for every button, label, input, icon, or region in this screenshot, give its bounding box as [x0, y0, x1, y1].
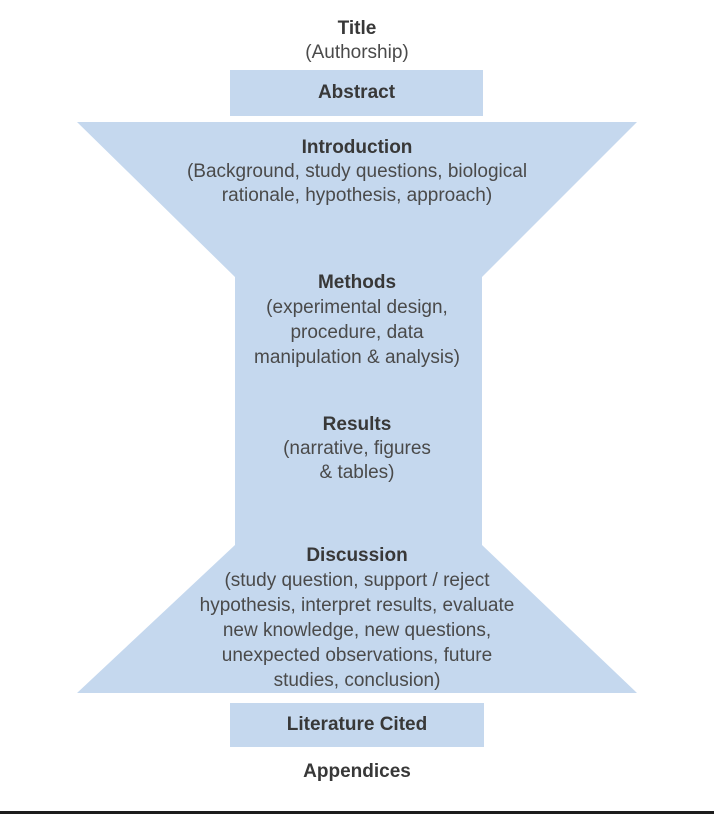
- appendices-label: Appendices: [303, 761, 411, 782]
- literature-cited-label: Literature Cited: [286, 714, 428, 735]
- results-line: & tables): [319, 462, 395, 483]
- discussion-line: hypothesis, interpret results, evaluate: [199, 595, 515, 616]
- literature-cited-box: [230, 703, 484, 747]
- hourglass-funnel-shape: [77, 122, 637, 693]
- introduction-line: rationale, hypothesis, approach): [221, 185, 493, 206]
- methods-line: (experimental design,: [266, 297, 448, 318]
- methods-line: procedure, data: [290, 322, 424, 343]
- abstract-label: Abstract: [317, 82, 396, 103]
- discussion-section: Discussion (study question, support / re…: [0, 543, 714, 693]
- results-line: (narrative, figures: [283, 438, 431, 459]
- discussion-heading: Discussion: [306, 545, 408, 566]
- results-heading: Results: [322, 414, 392, 435]
- introduction-section: Introduction (Background, study question…: [0, 136, 714, 208]
- discussion-line: unexpected observations, future: [221, 645, 493, 666]
- abstract-box: [230, 70, 483, 116]
- bottom-rule-divider: [0, 811, 714, 814]
- introduction-heading: Introduction: [301, 137, 413, 158]
- title-section: Title (Authorship): [0, 17, 714, 65]
- discussion-line: new knowledge, new questions,: [222, 620, 492, 641]
- introduction-line: (Background, study questions, biological: [186, 161, 528, 182]
- methods-section: Methods (experimental design, procedure,…: [0, 270, 714, 370]
- methods-heading: Methods: [317, 272, 397, 293]
- title-authorship: (Authorship): [305, 42, 409, 63]
- results-section: Results (narrative, figures & tables): [0, 413, 714, 485]
- discussion-line: studies, conclusion): [273, 670, 441, 691]
- methods-line: manipulation & analysis): [254, 347, 460, 368]
- title-heading: Title: [337, 18, 377, 39]
- discussion-line: (study question, support / reject: [224, 570, 490, 591]
